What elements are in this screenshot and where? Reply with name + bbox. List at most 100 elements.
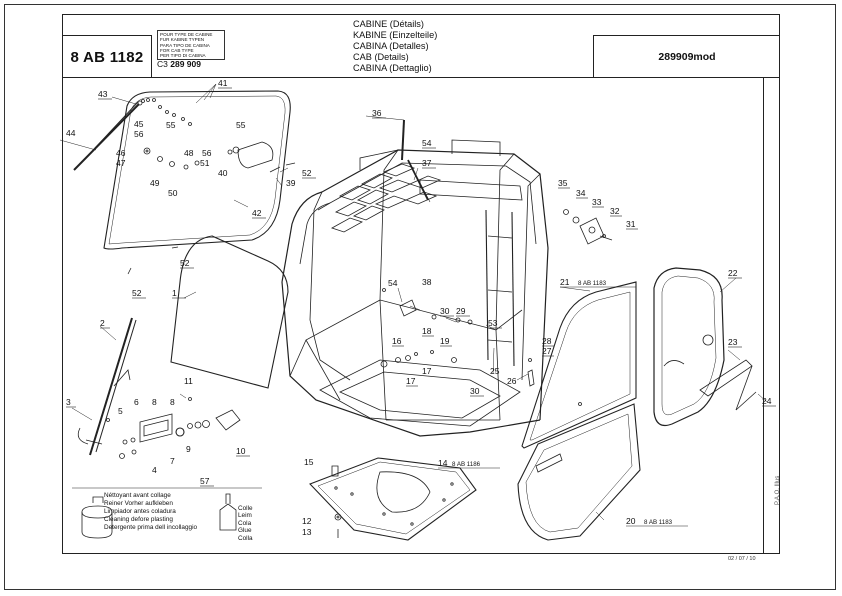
note-line: Néttoyant avant collage [104,492,171,499]
upper-wiper-motor [227,141,274,169]
cab-type-line: PARA TIPO DE CABINA [160,42,210,48]
callout-8a: 8 [152,397,157,407]
callout-37: 37 [422,158,432,168]
callout-55b: 55 [236,120,246,130]
floor-mat-14 [309,457,477,541]
leader-lines [59,83,768,521]
callout-47: 47 [116,158,126,168]
callout-57: 57 [200,476,210,486]
ref-code: 8 AB 1182 [70,48,144,66]
callout-13: 13 [302,527,312,537]
callout-underlines [66,87,776,527]
callout-26: 26 [507,376,517,386]
callout-49: 49 [150,178,160,188]
callout-39: 39 [286,178,296,188]
callout-52b: 52 [180,258,190,268]
callout-11: 11 [184,376,193,386]
lower-wiper-motor [106,397,241,459]
callout-54b: 54 [388,278,398,288]
note-line: Reiner Vorher aufkleben [104,499,173,507]
callout-54a: 54 [422,138,432,148]
callout-31: 31 [626,219,636,229]
callout-56b: 56 [202,148,212,158]
callout-33: 33 [592,197,602,207]
cab-type-line: POUR TYPE DE CABINE [160,32,213,37]
callout-19: 19 [440,336,450,346]
rear-window-22 [653,267,725,427]
door-20 [517,403,641,541]
cab-type-line: FUR KABINE TYPEN [160,37,205,43]
callout-35: 35 [558,178,568,188]
callout-12: 12 [302,516,312,526]
callout-17b: 17 [422,366,432,376]
ref-21: 8 AB 1183 [578,280,607,287]
note-line: Limpiador antes coladura [104,507,176,515]
callout-25: 25 [490,366,500,376]
cab-type-line: PER TIPO DI CABINA [160,53,206,59]
glue-line: Glue [238,527,252,535]
callout-50: 50 [168,188,178,198]
title-de: KABINE (Einzelteile) [353,30,438,40]
cab-type-code: C3 289 909 [157,59,225,70]
glue-line: Leim [238,512,252,520]
callout-17a: 17 [406,376,416,386]
drawing-sheet: 8 AB 1182 POUR TYPE DE CABINE FUR KABINE… [62,14,780,554]
callout-2: 2 [100,318,105,328]
callout-20: 20 [626,516,636,526]
title-es: CABINA (Detalles) [353,41,429,51]
callout-32: 32 [610,206,620,216]
side-wiper-motor [563,209,613,245]
cab-type-box: POUR TYPE DE CABINE FUR KABINE TYPEN PAR… [157,30,225,70]
callout-1: 1 [172,288,177,298]
cab-type-line: FOR CAB TYPE [160,47,194,53]
page-frame [4,4,836,590]
callout-36: 36 [372,108,382,118]
callout-10: 10 [236,446,246,456]
callout-24: 24 [762,396,772,406]
cab-type-number: 289 909 [170,59,201,70]
callout-30a: 30 [440,306,450,316]
title-languages: CABINE (Détails) KABINE (Einzelteile) CA… [353,19,437,74]
callout-15: 15 [304,457,314,467]
part-number-box: 289909mod [593,35,780,78]
roof-wiper-arm [401,119,431,203]
callout-52c: 52 [132,288,142,298]
callout-53: 53 [488,318,498,328]
revision-date: 02 / 07 / 10 [728,556,756,562]
upper-wiper [73,100,143,171]
title-fr: CABINE (Détails) [353,19,424,29]
callout-38: 38 [422,277,432,287]
callout-42: 42 [252,208,262,218]
cab-type-labels: POUR TYPE DE CABINE FUR KABINE TYPEN PAR… [157,30,225,61]
glue-line: Colle [238,505,253,512]
right-margin-divider [763,77,764,553]
callout-29: 29 [456,306,466,316]
callout-27: 27 [542,346,552,356]
cleaning-note: Néttoyant avant collage Reiner Vorher au… [104,492,197,532]
part-number: 289909mod [658,51,716,63]
callout-21: 21 [560,277,570,287]
callout-48: 48 [184,148,194,158]
callout-3: 3 [66,397,71,407]
cab-type-prefix: C3 [157,59,168,70]
callout-28: 28 [542,336,552,346]
callout-41: 41 [218,78,228,88]
illustration-credit: P.A.O. Illus [775,475,781,505]
callout-5: 5 [118,406,123,416]
callout-52a: 52 [302,168,312,178]
callout-56a: 56 [134,129,144,139]
lower-wiper [77,317,137,456]
callout-9: 9 [186,444,191,454]
cleaner-and-glue-icons [81,493,237,539]
front-glass [170,235,289,389]
upper-hardware [127,98,296,275]
callout-7: 7 [170,456,175,466]
ref-code-box: 8 AB 1182 [63,35,152,78]
title-en: CAB (Details) [353,52,409,62]
ref-20: 8 AB 1183 [644,519,673,526]
callout-43: 43 [98,89,108,99]
note-line: Detergente prima dell incollaggio [104,523,198,531]
door-frame-21 [521,281,637,449]
callout-22: 22 [728,268,738,278]
